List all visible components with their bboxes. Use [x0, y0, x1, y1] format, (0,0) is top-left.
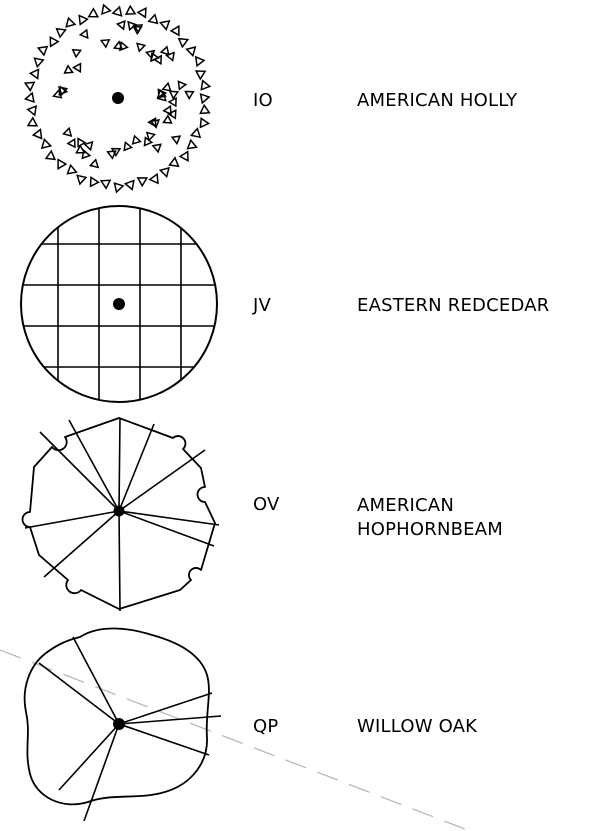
holly-triangle-mark — [80, 30, 87, 38]
holly-triangle-mark — [125, 181, 134, 190]
holly-triangle-mark — [50, 37, 58, 46]
holly-triangle-mark — [170, 158, 179, 166]
holly-triangle-mark — [201, 94, 210, 103]
holly-triangle-mark — [28, 106, 36, 115]
holly-triangle-mark — [117, 21, 124, 29]
grid-center-dot — [113, 298, 125, 310]
legend-name-eastern-redcedar: EASTERN REDCEDAR — [357, 295, 549, 317]
holly-triangle-mark — [124, 142, 131, 150]
holly-triangle-mark — [74, 64, 81, 72]
holly-triangle-mark — [133, 136, 141, 144]
holly-triangle-mark — [160, 168, 169, 177]
holly-triangle-mark — [64, 128, 72, 136]
legend-code-ov: OV — [253, 494, 280, 516]
holly-triangle-mark — [164, 106, 171, 114]
holly-triangle-mark — [188, 140, 197, 148]
holly-triangle-mark — [85, 142, 93, 150]
holly-triangle-mark — [91, 177, 99, 186]
holly-triangle-mark — [137, 44, 145, 52]
holly-triangle-mark — [149, 15, 158, 24]
holly-triangle-mark — [196, 57, 204, 66]
holly-triangle-mark — [35, 58, 44, 66]
legend-name-willow-oak: WILLOW OAK — [357, 716, 477, 738]
holly-triangle-mark — [25, 82, 34, 90]
legend-name-american-hophornbeam: AMERICAN HOPHORNBEAM — [357, 494, 503, 542]
notched-octagon-symbol — [23, 418, 220, 611]
holly-triangle-mark — [42, 140, 51, 149]
wavy-radial-symbol — [25, 628, 221, 821]
holly-triangle-mark — [38, 47, 47, 55]
holly-triangle-mark — [79, 16, 87, 25]
holly-triangle-mark — [73, 50, 81, 57]
holly-triangle-mark — [151, 53, 158, 61]
holly-triangle-mark — [101, 40, 109, 47]
holly-triangle-mark — [171, 26, 179, 35]
holly-triangle-mark — [126, 6, 135, 14]
holly-triangle-mark — [90, 160, 98, 168]
holly-triangle-mark — [78, 139, 85, 147]
holly-triangle-mark — [68, 139, 75, 147]
holly-triangle-mark — [178, 81, 185, 89]
holly-triangle-mark — [120, 42, 127, 50]
holly-triangle-mark — [28, 118, 37, 126]
holly-triangle-mark — [65, 66, 73, 73]
legend-code-jv: JV — [253, 295, 271, 317]
holly-triangle-mark — [115, 183, 124, 192]
holly-triangle-mark — [196, 71, 205, 79]
holly-triangle-mark — [68, 165, 77, 174]
holly-triangle-mark — [30, 70, 38, 79]
holly-triangle-mark — [161, 47, 169, 55]
holly-triangle-mark — [77, 175, 86, 184]
holly-triangle-mark — [160, 21, 169, 30]
holly-triangle-mark — [153, 144, 161, 152]
holly-triangle-mark — [89, 9, 98, 17]
holly-triangle-mark — [113, 7, 122, 16]
holly-triangle-mark — [200, 118, 208, 127]
holly-triangle-mark — [191, 129, 200, 138]
holly-triangle-mark — [200, 105, 209, 113]
holly-triangle-mark — [180, 152, 188, 161]
holly-center-dot — [112, 92, 124, 104]
holly-triangle-mark — [138, 8, 146, 17]
holly-triangle-mark — [57, 29, 66, 37]
holly-triangle-mark — [112, 149, 120, 156]
holly-triangle-mark — [187, 47, 196, 56]
holly-triangle-mark — [102, 5, 110, 14]
grid-circle-symbol — [15, 200, 225, 410]
holly-triangle-mark — [138, 178, 147, 186]
holly-triangle-mark — [25, 93, 34, 102]
holly-triangle-mark — [172, 136, 180, 143]
holly-triangle-mark — [58, 160, 66, 169]
holly-triangle-mark — [179, 39, 188, 47]
holly-triangle-mark — [163, 83, 171, 91]
holly-triangle-mark — [169, 98, 176, 106]
holly-triangle-mark — [201, 81, 209, 90]
holly-triangle-mark — [46, 151, 55, 159]
holly-triangle-mark — [33, 130, 41, 139]
legend-code-io: IO — [253, 90, 273, 112]
holly-triangle-mark — [101, 180, 110, 188]
holly-triangle-mark — [147, 133, 155, 141]
holly-triangle-mark — [150, 174, 158, 183]
holly-triangle-mark — [66, 18, 75, 27]
legend-code-qp: QP — [253, 716, 278, 738]
holly-triangle-mark — [164, 116, 172, 123]
holly-triangle-mark — [185, 92, 193, 99]
legend-name-american-holly: AMERICAN HOLLY — [357, 90, 517, 112]
